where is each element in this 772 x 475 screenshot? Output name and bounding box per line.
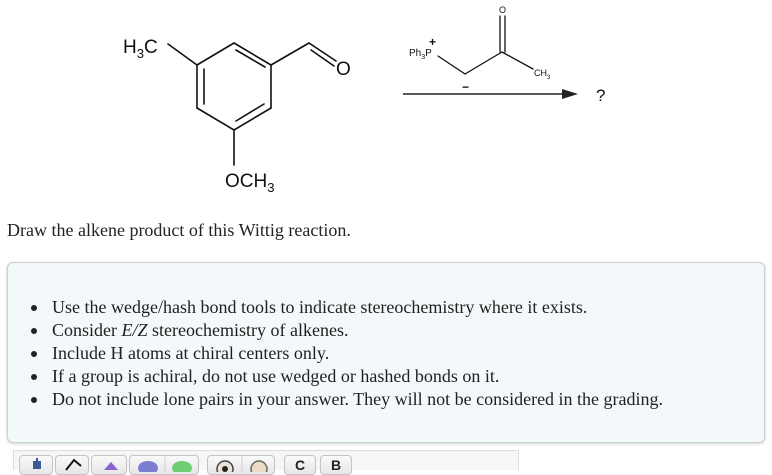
methyl-label: H3C [123,37,158,61]
charge-tool-group[interactable] [129,455,199,475]
bullet-icon [31,328,37,334]
carbon-atom-button[interactable]: C [284,455,316,475]
instruction-item: If a group is achiral, do not use wedged… [31,365,663,388]
reagent-ylide [437,15,534,75]
carbonyl-oxygen-label: O [499,5,506,15]
ph3p-label: Ph3P [409,48,432,61]
question-prompt: Draw the alkene product of this Wittig r… [7,220,351,240]
reaction-arrow [403,89,578,99]
bullet-icon [31,397,37,403]
instruction-item: Include H atoms at chiral centers only. [31,342,663,365]
bullet-icon [31,305,37,311]
erase-tool-button[interactable] [55,455,89,475]
reaction-scheme: H3C O OCH3 Ph3P + − O CH3 ? [123,5,605,195]
bullet-icon [31,351,37,357]
zoom-icons [216,456,268,474]
product-unknown: ? [596,86,605,105]
zoom-tool-group[interactable] [207,455,275,475]
instruction-item: Do not include lone pairs in your answer… [31,388,663,411]
ch3-label: CH3 [534,68,551,81]
aldehyde-oxygen-label: O [336,59,351,80]
negative-charge: − [462,80,469,94]
boron-label: B [330,457,342,473]
lasso-tool-button[interactable] [91,455,127,475]
charge-icons [138,456,192,474]
drawing-toolbar: C B [13,450,519,475]
positive-charge: + [429,35,436,49]
instructions-list: Use the wedge/hash bond tools to indicat… [31,296,663,411]
eraser-icon [65,458,82,471]
instructions-box: Use the wedge/hash bond tools to indicat… [7,262,765,443]
select-tool-button[interactable] [19,455,53,475]
instruction-item: Use the wedge/hash bond tools to indicat… [31,296,663,319]
lasso-icon [104,462,118,470]
bullet-icon [31,374,37,380]
more-atoms-button[interactable]: B [320,455,352,475]
select-icon [33,458,41,469]
methoxy-label: OCH3 [225,171,274,195]
reactant-aldehyde [167,42,337,166]
carbon-label: C [294,457,306,473]
instruction-item: Consider E/Z stereochemistry of alkenes. [31,319,663,342]
